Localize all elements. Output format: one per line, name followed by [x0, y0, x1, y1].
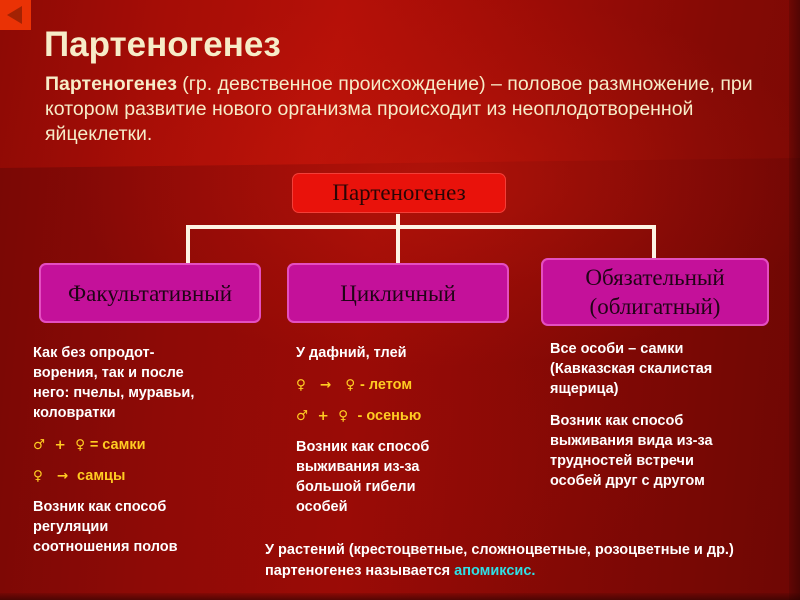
triangle-left-icon	[7, 6, 22, 24]
column-text-line: Возник как способ	[33, 499, 167, 515]
formula-result: = самки	[89, 437, 146, 453]
definition-term: Партеногенез	[45, 73, 177, 95]
column-text-line: регуляции	[33, 519, 109, 535]
connector-root-stem	[396, 214, 400, 228]
column-text-block: Возник как способ регуляции соотношения по…	[33, 497, 263, 557]
formula-result: - осенью	[357, 408, 422, 424]
column-text-line: ящерица)	[550, 381, 619, 397]
footnote-line-2: партеногенез называется апомиксис.	[265, 561, 790, 582]
diagram-branch-box-cyclic[interactable]: Цикличный	[287, 263, 509, 323]
definition-paragraph: Партеногенез (гр. девственное происхожде…	[45, 72, 765, 147]
diagram-root-box[interactable]: Партеногенез	[292, 173, 506, 213]
column-text-block: Все особи – самки (Кавказская скалистая ящ…	[550, 339, 790, 399]
column-cyclic: У дафний, тлей♀ → ♀ - летом♂ + ♀ - осень…	[296, 343, 531, 517]
column-text-line: выживания вида из-за	[550, 433, 713, 449]
column-text-line: него: пчелы, муравьи,	[33, 385, 195, 401]
column-formula-row: ♀ → самцы	[33, 466, 263, 486]
formula-result: самцы	[73, 468, 126, 484]
formula-symbols: ♂ + ♀	[296, 408, 358, 424]
back-navigation-button[interactable]	[0, 0, 31, 30]
connector-right-drop	[652, 225, 656, 262]
background-lower-band	[0, 158, 800, 600]
column-text-line: ворения, так и после	[33, 365, 184, 381]
diagram-branch-label-facultative: Факультативный	[67, 280, 233, 306]
column-text-line: трудностей встречи	[550, 453, 694, 469]
column-text-line: особей друг с другом	[550, 473, 705, 489]
definition-body: (гр. девственное происхождение) – полово…	[45, 73, 753, 145]
column-formula-row: ♂ + ♀ - осенью	[296, 406, 531, 426]
column-text-line: выживания из-за	[296, 459, 420, 475]
column-text-block: Возник как способ выживания вида из-за тру…	[550, 411, 790, 491]
connector-left-drop	[186, 225, 190, 268]
connector-horizontal	[186, 225, 656, 229]
column-facultative: Как без опродот-ворения, так и после него…	[33, 343, 263, 557]
footnote-highlight-term: апомиксис.	[454, 563, 536, 579]
column-text-line: соотношения полов	[33, 539, 178, 555]
formula-symbols: ♀ →	[33, 468, 73, 484]
formula-symbols: ♀ → ♀	[296, 377, 360, 393]
column-text-line: Все особи – самки	[550, 341, 684, 357]
diagram-root-label: Партеногенез	[332, 180, 466, 205]
column-text-line: У дафний, тлей	[296, 345, 407, 361]
footnote-line-2-prefix: партеногенез называется	[265, 563, 455, 579]
page-title: Партеногенез	[44, 25, 281, 64]
column-formula-row: ♂ + ♀ = самки	[33, 435, 263, 455]
footnote-line-1: У растений (крестоцветные, сложноцветные…	[265, 542, 734, 558]
column-text-block: Как без опродот-ворения, так и после него…	[33, 343, 263, 423]
column-text-block: У дафний, тлей	[296, 343, 531, 363]
formula-symbols: ♂ + ♀	[33, 437, 90, 453]
column-text-line: Как без опродот-	[33, 345, 155, 361]
connector-middle-drop	[396, 225, 400, 268]
column-text-line: большой гибели	[296, 479, 416, 495]
column-text-line: (Кавказская скалистая	[550, 361, 713, 377]
column-text-line: Возник как способ	[550, 413, 684, 429]
diagram-branch-box-obligate[interactable]: Обязательный (облигатный)	[541, 258, 769, 326]
diagram-branch-box-facultative[interactable]: Факультативный	[39, 263, 261, 323]
column-text-line: особей	[296, 499, 348, 515]
column-formula-row: ♀ → ♀ - летом	[296, 375, 531, 395]
column-text-block: Возник как способ выживания из-за большой …	[296, 437, 531, 517]
footnote: У растений (крестоцветные, сложноцветные…	[265, 540, 790, 582]
diagram-branch-label-obligate: Обязательный (облигатный)	[585, 265, 725, 319]
column-obligate: Все особи – самки (Кавказская скалистая ящ…	[550, 339, 790, 491]
column-text-line: коловратки	[33, 405, 116, 421]
column-text-line: Возник как способ	[296, 439, 430, 455]
diagram-branch-label-cyclic: Цикличный	[340, 280, 456, 306]
formula-result: - летом	[360, 377, 413, 393]
